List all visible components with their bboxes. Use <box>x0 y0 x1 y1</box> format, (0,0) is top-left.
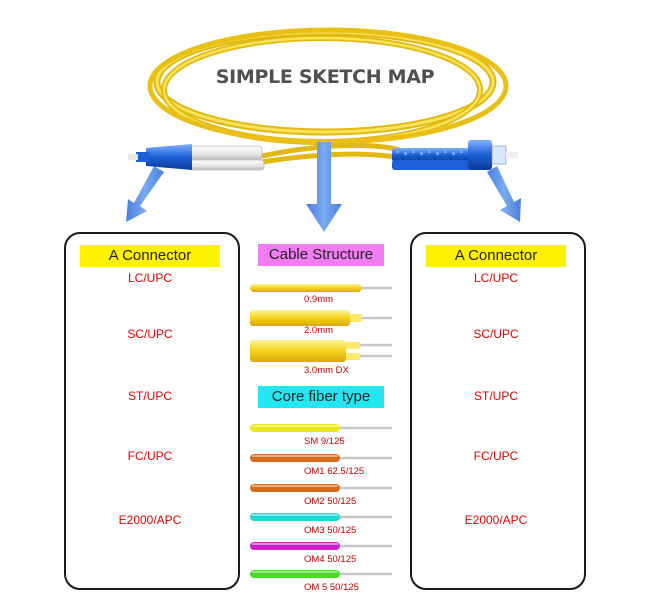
right-panel-header: A Connector <box>426 245 566 267</box>
cable-2-0mm-icon <box>250 310 392 326</box>
right-label-sc-upc: SC/UPC <box>473 327 519 341</box>
core-fiber-samples <box>250 424 392 578</box>
fiber-label-sm-9-125: SM 9/125 <box>304 436 345 447</box>
left-label-fc-upc: FC/UPC <box>127 449 173 463</box>
lc-duplex-connector-icon <box>128 144 265 171</box>
cable-label-2-0mm: 2.0mm <box>304 325 334 336</box>
cable-3-0mm-dx-icon <box>250 340 392 362</box>
fiber-strand-4 <box>250 542 392 550</box>
fiber-strand-1 <box>250 454 392 462</box>
fiber-strand-0 <box>250 424 392 432</box>
left-connector-panel: A Connector <box>64 232 240 590</box>
left-panel-header: A Connector <box>80 245 220 267</box>
arrow-to-center-panel <box>306 142 342 232</box>
arrow-to-left-panel <box>126 166 164 222</box>
right-label-lc-upc: LC/UPC <box>473 271 518 285</box>
diagram-title: SIMPLE SKETCH MAP <box>215 66 435 88</box>
right-label-fc-upc: FC/UPC <box>473 449 519 463</box>
cable-0-9mm-icon <box>250 284 392 292</box>
right-label-st-upc: ST/UPC <box>473 389 518 403</box>
cable-structure-samples <box>250 284 392 362</box>
cable-label-0-9mm: 0.9mm <box>304 294 334 305</box>
core-fiber-header: Core fiber type <box>258 386 384 408</box>
arrow-to-right-panel <box>487 166 521 222</box>
fiber-strand-2 <box>250 484 392 492</box>
fiber-label-om4: OM4 50/125 <box>304 554 357 565</box>
cable-structure-header: Cable Structure <box>258 244 384 266</box>
left-label-e2000-apc: E2000/APC <box>118 513 182 527</box>
left-label-sc-upc: SC/UPC <box>127 327 173 341</box>
fiber-strand-5 <box>250 570 392 578</box>
fiber-strand-3 <box>250 513 392 521</box>
right-connector-panel: A Connector <box>410 232 586 590</box>
fiber-label-om1: OM1 62.5/125 <box>304 466 365 477</box>
cable-label-3-0mm-dx: 3.0mm DX <box>304 365 349 376</box>
left-label-lc-upc: LC/UPC <box>127 271 172 285</box>
fiber-label-om2: OM2 50/125 <box>304 496 357 507</box>
sc-duplex-connector-icon <box>392 140 518 170</box>
left-label-st-upc: ST/UPC <box>127 389 172 403</box>
right-label-e2000-apc: E2000/APC <box>464 513 528 527</box>
fiber-label-om3: OM3 50/125 <box>304 525 357 536</box>
fiber-label-om5: OM 5 50/125 <box>304 582 359 593</box>
